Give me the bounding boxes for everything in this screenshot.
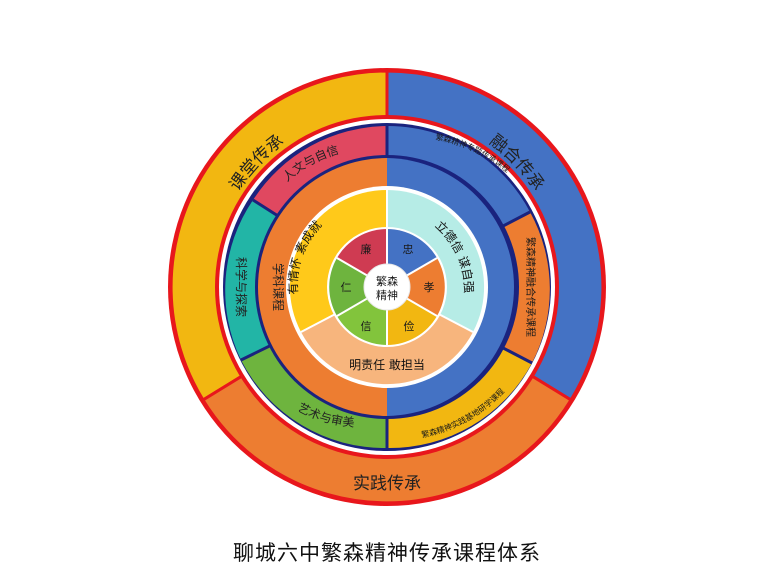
core-line-1: 繁森: [376, 274, 398, 288]
label-fusion-course: 繁森精神融合传承课程: [524, 237, 537, 337]
virtue-ren: 仁: [341, 281, 352, 294]
virtue-zhong: 忠: [403, 243, 414, 256]
label-science: 科学与探索: [234, 257, 249, 317]
virtue-xiao: 孝: [424, 281, 435, 294]
wedge-ren: [329, 258, 387, 316]
wedge-xiao: [387, 258, 445, 316]
core-line-2: 精神: [376, 288, 398, 302]
label-subject: 学科课程: [271, 263, 286, 311]
virtue-lian: 廉: [361, 242, 372, 256]
virtue-jian: 俭: [404, 319, 415, 333]
diagram-caption: 聊城六中繁森精神传承课程体系: [233, 541, 541, 565]
virtue-xin: 信: [361, 320, 372, 333]
label-practice: 实践传承: [353, 474, 421, 494]
core-circle: [363, 263, 411, 311]
label-value-bottom: 明责任 敢担当: [349, 358, 425, 372]
